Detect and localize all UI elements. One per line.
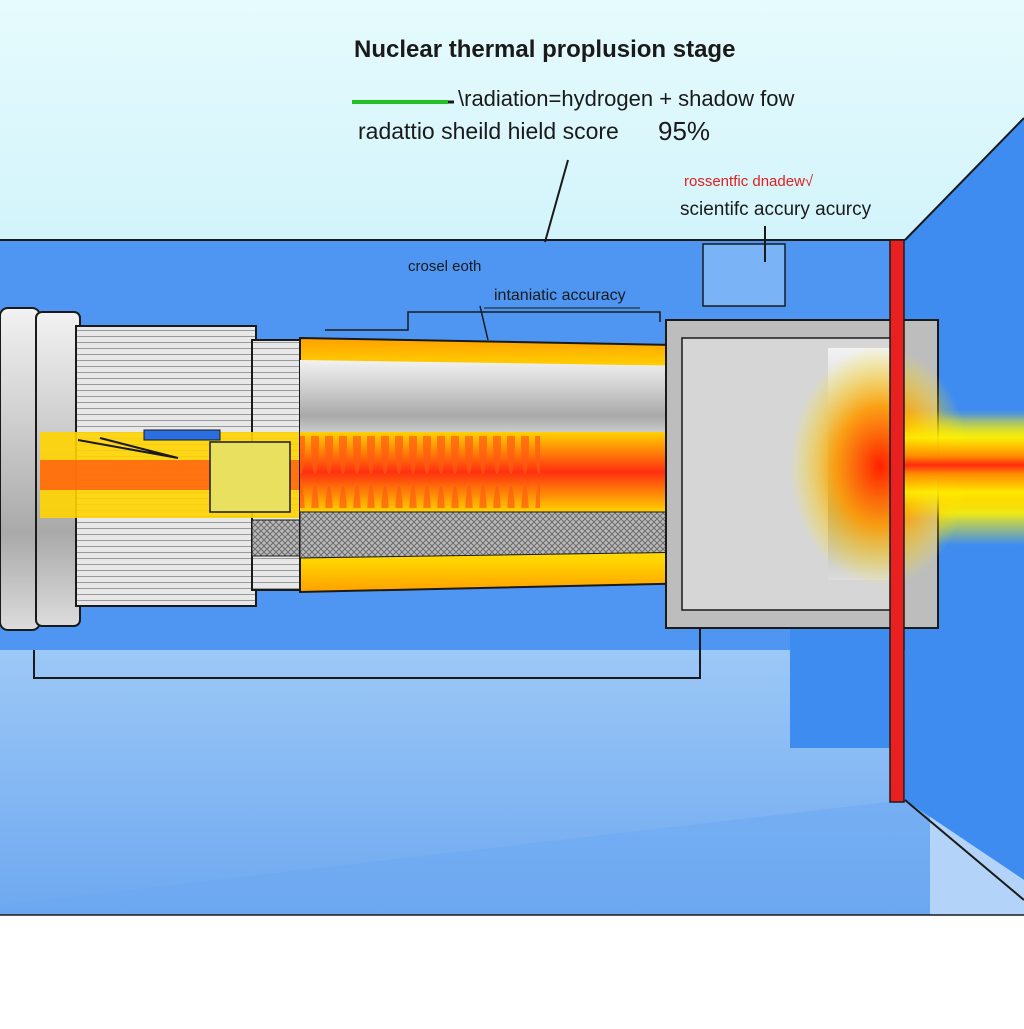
floor-edge xyxy=(0,800,1024,915)
reactor-core-fuel-rods xyxy=(300,436,540,508)
floor-right-edge xyxy=(904,799,1024,901)
shield-score-value: 95% xyxy=(658,116,711,146)
upper-light-panel xyxy=(702,243,786,307)
radiation-shield-plate xyxy=(889,239,905,803)
left-end-cap xyxy=(0,307,41,631)
radiation-flow-label: \radiation=hydrogen + shadow fow xyxy=(458,86,795,111)
red-annotation: rossentfic dnadew√ xyxy=(684,173,814,190)
probe-wire xyxy=(77,437,179,459)
diagram-title: Nuclear thermal proplusion stage xyxy=(354,36,736,63)
sky-background xyxy=(0,0,1024,242)
shield-score-label: radattio sheild hield score xyxy=(358,118,619,144)
intaniatic-leader-line xyxy=(479,305,489,341)
accuracy-annotation: scientifc accury acurcy xyxy=(680,199,872,220)
plume-exit xyxy=(892,410,1024,520)
bottom-band xyxy=(0,915,1024,1024)
crosel-annotation: crosel eoth xyxy=(408,258,482,275)
outlet-glow xyxy=(790,346,970,586)
housing-outline-top xyxy=(325,311,661,331)
injector-block xyxy=(209,441,291,513)
intaniatic-annotation: intaniatic accuracy xyxy=(494,287,626,304)
title-leader-line xyxy=(544,159,569,243)
mesh-filter xyxy=(251,519,309,557)
blue-sensor-strip xyxy=(143,429,221,441)
right-wall-edge xyxy=(904,117,1024,241)
